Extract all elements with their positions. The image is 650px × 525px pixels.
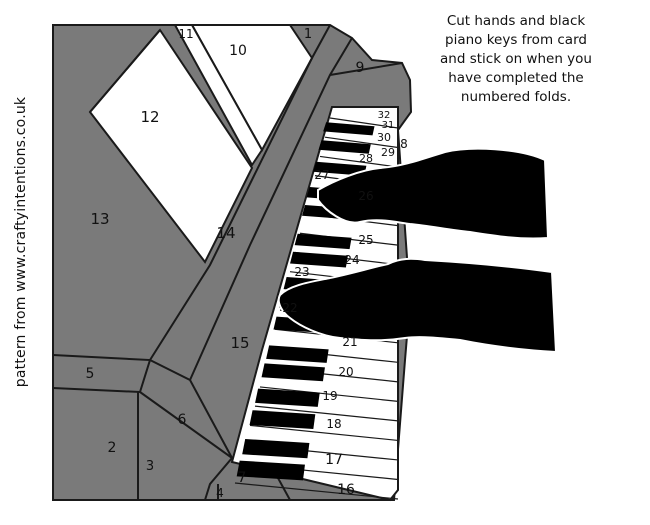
fold-line [89, 29, 161, 113]
region-number-8: 8 [400, 137, 408, 151]
region-number-18: 18 [326, 417, 341, 431]
region-number-16: 16 [337, 482, 355, 498]
region-number-22: 22 [282, 301, 297, 315]
white-key-divider [259, 386, 399, 402]
region-number-26: 26 [358, 189, 373, 203]
fold-line [329, 62, 403, 76]
white-key-divider [249, 424, 399, 442]
region-number-14: 14 [216, 224, 235, 242]
fold-line [149, 359, 233, 459]
instructions-line: have completed the [448, 70, 584, 86]
black-key [249, 410, 316, 429]
region-number-17: 17 [325, 452, 343, 468]
white-key-divider [234, 482, 399, 500]
region-number-6: 6 [178, 412, 187, 428]
lower-hand [277, 257, 558, 354]
region-number-7: 7 [238, 470, 247, 486]
region-number-1: 1 [304, 27, 312, 42]
fold-line [149, 24, 331, 361]
region-number-5: 5 [86, 366, 95, 382]
region-number-2: 2 [108, 440, 117, 456]
region-number-25: 25 [358, 233, 373, 247]
region-number-13: 13 [90, 210, 109, 228]
fold-line [52, 354, 152, 394]
region-number-24: 24 [344, 253, 359, 267]
black-key [318, 140, 371, 154]
region-number-31: 31 [382, 120, 395, 131]
instructions-line: numbered folds. [460, 89, 572, 105]
black-key [323, 122, 375, 136]
instructions-line: Cut hands and black [446, 13, 586, 29]
upper-hand [317, 147, 550, 240]
region-number-15: 15 [230, 334, 249, 352]
region-number-labels: 1234567891011121314151617181920212223242… [86, 27, 408, 500]
instructions-line: piano keys from card [445, 32, 587, 48]
fold-line [189, 37, 353, 381]
black-key [236, 460, 305, 481]
panel-11 [173, 24, 264, 167]
black-key [255, 388, 320, 407]
instructions-line: and stick on when you [440, 51, 592, 67]
region-number-29: 29 [381, 146, 395, 159]
region-number-12: 12 [140, 108, 159, 126]
black-key [242, 439, 310, 459]
black-key [294, 233, 352, 250]
black-key [266, 345, 329, 363]
region-number-32: 32 [378, 110, 391, 121]
region-number-10: 10 [229, 43, 247, 59]
region-number-19: 19 [322, 389, 337, 403]
black-key [290, 251, 348, 268]
instructions-text: Cut hands and black piano keys from card… [418, 12, 614, 107]
white-key-divider [254, 405, 399, 422]
region-number-9: 9 [356, 60, 365, 76]
white-key-divider [319, 155, 399, 168]
region-number-3: 3 [146, 459, 154, 474]
white-key-divider [329, 117, 399, 129]
region-number-11: 11 [178, 27, 193, 41]
region-number-4: 4 [216, 486, 224, 500]
white-key-divider [324, 136, 399, 149]
region-number-20: 20 [338, 365, 353, 379]
region-number-27: 27 [314, 168, 329, 182]
region-number-28: 28 [359, 152, 373, 165]
region-number-21: 21 [342, 335, 357, 349]
region-number-23: 23 [294, 265, 309, 279]
black-key [261, 363, 325, 382]
region-number-30: 30 [377, 131, 391, 144]
black-key [313, 161, 367, 176]
